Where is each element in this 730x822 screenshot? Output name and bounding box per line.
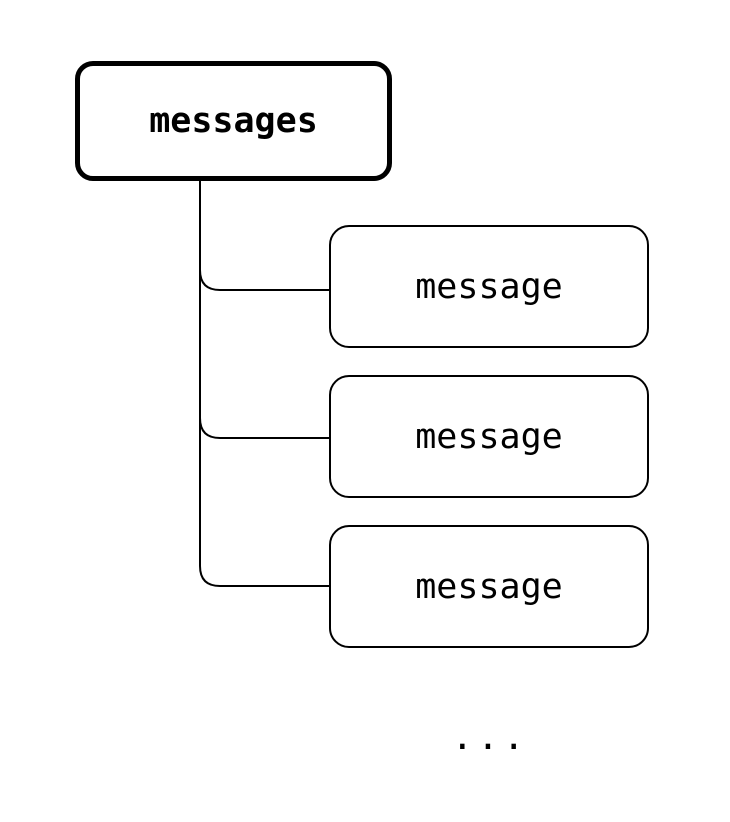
root-node-label: messages: [149, 101, 318, 141]
child-node-message: message: [329, 375, 649, 498]
branch-line-2: [199, 417, 329, 439]
child-node-message: message: [329, 525, 649, 648]
child-node-label: message: [415, 566, 563, 607]
branch-line-1: [199, 269, 329, 291]
child-node-label: message: [415, 416, 563, 457]
child-node-label: message: [415, 266, 563, 307]
more-items-ellipsis: ...: [451, 717, 529, 758]
root-node-messages: messages: [75, 61, 392, 181]
child-node-message: message: [329, 225, 649, 348]
trunk-line: [199, 181, 329, 587]
